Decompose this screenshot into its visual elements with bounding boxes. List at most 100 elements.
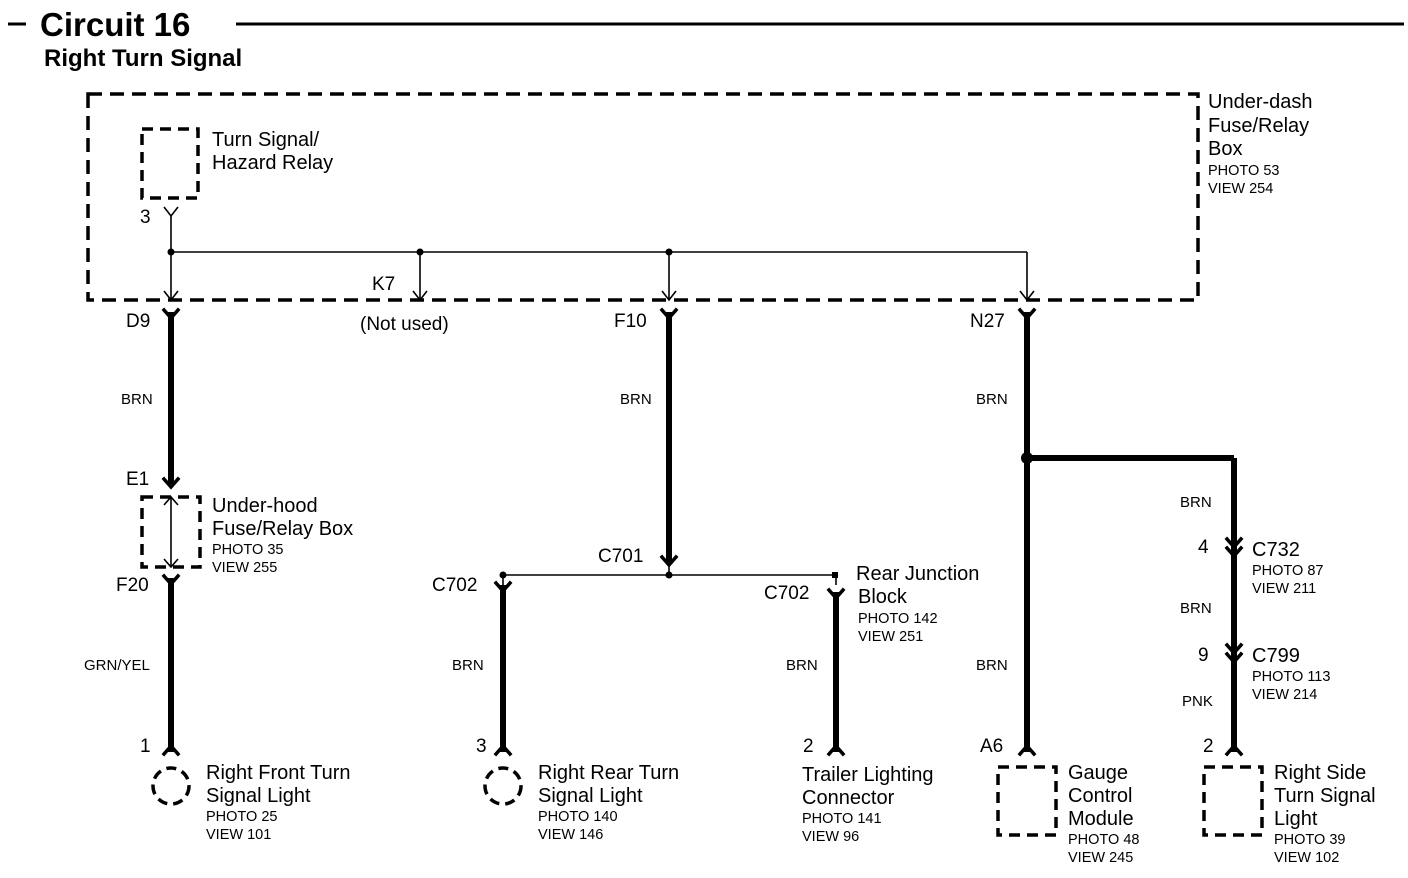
arrow-f10 xyxy=(661,290,677,302)
arrow-n27 xyxy=(1019,290,1035,302)
pin-k7: K7 xyxy=(372,274,395,295)
trailer-label-2: Connector xyxy=(802,787,895,809)
turn-signal-relay xyxy=(140,127,200,200)
wire-color-c702-left: BRN xyxy=(452,657,484,674)
pin-a6: A6 xyxy=(980,736,1003,757)
side-turn-light xyxy=(1202,765,1264,837)
side-light-view: VIEW 102 xyxy=(1274,850,1339,866)
pin-d9: D9 xyxy=(126,311,150,332)
pin-rear-light: 3 xyxy=(476,736,487,757)
relay-pin-3: 3 xyxy=(140,207,151,228)
rear-light-photo: PHOTO 140 xyxy=(538,809,618,825)
wire-color-f20: GRN/YEL xyxy=(84,657,150,674)
wire-color-c799-light: PNK xyxy=(1182,693,1213,710)
pin-c702-left: C702 xyxy=(432,575,477,596)
c799-view: VIEW 214 xyxy=(1252,687,1317,703)
pin-c701: C701 xyxy=(598,546,643,567)
pin-f20: F20 xyxy=(116,575,149,596)
wire-color-d9: BRN xyxy=(121,391,153,408)
bulb-icon xyxy=(151,766,191,806)
arrow-d9 xyxy=(163,290,179,302)
rear-light-view: VIEW 146 xyxy=(538,827,603,843)
underdash-label-3: Box xyxy=(1208,138,1242,160)
underhood-arrow-down xyxy=(163,558,179,569)
terminal-front-light xyxy=(161,743,181,757)
gauge-control-module xyxy=(996,765,1058,837)
wire-color-a6: BRN xyxy=(976,657,1008,674)
pin-n27: N27 xyxy=(970,311,1005,332)
terminal-e1 xyxy=(161,476,181,490)
terminal-c799-a xyxy=(1224,642,1244,656)
wire-color-c702-right: BRN xyxy=(786,657,818,674)
gauge-label-3: Module xyxy=(1068,808,1134,830)
side-light-label-2: Turn Signal xyxy=(1274,785,1376,807)
rear-light-label-2: Signal Light xyxy=(538,785,643,807)
pin-f10: F10 xyxy=(614,311,647,332)
relay-terminal xyxy=(163,206,179,218)
circuit-subtitle: Right Turn Signal xyxy=(44,45,242,72)
c732-photo: PHOTO 87 xyxy=(1252,563,1323,579)
rear-light-label-1: Right Rear Turn xyxy=(538,762,679,784)
bulb-icon xyxy=(483,766,523,806)
side-light-label-3: Light xyxy=(1274,808,1318,830)
underdash-photo: PHOTO 53 xyxy=(1208,163,1279,179)
c799-photo: PHOTO 113 xyxy=(1252,669,1330,685)
splice-dot xyxy=(167,248,175,256)
underdash-view: VIEW 254 xyxy=(1208,181,1273,197)
wire-color-f10: BRN xyxy=(620,391,652,408)
side-light-label-1: Right Side xyxy=(1274,762,1366,784)
relay-label-2: Hazard Relay xyxy=(212,152,333,174)
terminal-side-light xyxy=(1224,743,1244,757)
underdash-label-1: Under-dash xyxy=(1208,91,1313,113)
c799-label: C799 xyxy=(1252,645,1300,667)
front-light-label-1: Right Front Turn xyxy=(206,762,351,784)
rear-junction-view: VIEW 251 xyxy=(858,629,923,645)
gauge-label-2: Control xyxy=(1068,785,1132,807)
gauge-photo: PHOTO 48 xyxy=(1068,832,1139,848)
front-light-label-2: Signal Light xyxy=(206,785,311,807)
rear-junction-photo: PHOTO 142 xyxy=(858,611,938,627)
pin-e1: E1 xyxy=(126,469,149,490)
pin-front-light: 1 xyxy=(140,736,151,757)
front-light-photo: PHOTO 25 xyxy=(206,809,277,825)
terminal-c732-b xyxy=(1224,545,1244,559)
underdash-fuse-box xyxy=(86,92,1200,302)
relay-label-1: Turn Signal/ xyxy=(212,129,320,151)
terminal-rear-light xyxy=(493,743,513,757)
c732-label: C732 xyxy=(1252,539,1300,561)
pin-c732: 4 xyxy=(1198,537,1209,558)
underhood-label-1: Under-hood xyxy=(212,495,318,517)
trailer-label-1: Trailer Lighting xyxy=(802,764,934,786)
c732-view: VIEW 211 xyxy=(1252,581,1316,597)
trailer-photo: PHOTO 141 xyxy=(802,811,882,827)
terminal-gauge xyxy=(1017,743,1037,757)
underhood-label-2: Fuse/Relay Box xyxy=(212,518,353,540)
terminal-trailer xyxy=(826,743,846,757)
pin-c702-right: C702 xyxy=(764,583,809,604)
front-light-view: VIEW 101 xyxy=(206,827,271,843)
pin-c799: 9 xyxy=(1198,645,1209,666)
gauge-view: VIEW 245 xyxy=(1068,850,1133,866)
splice-dot xyxy=(416,248,424,256)
wire-color-n27: BRN xyxy=(976,391,1008,408)
terminal-c732-a xyxy=(1224,536,1244,550)
splice-dot xyxy=(665,571,673,579)
splice-dot xyxy=(665,248,673,256)
underhood-view: VIEW 255 xyxy=(212,560,277,576)
wire-color-to-c732: BRN xyxy=(1180,494,1212,511)
side-light-photo: PHOTO 39 xyxy=(1274,832,1345,848)
pin-trailer: 2 xyxy=(803,736,814,757)
rear-junction-label-1: Rear Junction xyxy=(856,563,979,585)
arrow-k7 xyxy=(412,290,428,302)
wire-color-c732-c799: BRN xyxy=(1180,600,1212,617)
underhood-photo: PHOTO 35 xyxy=(212,542,283,558)
underhood-arrow-up xyxy=(163,495,179,506)
splice-dot xyxy=(832,572,838,578)
underdash-label-2: Fuse/Relay xyxy=(1208,115,1309,137)
circuit-title: Circuit 16 xyxy=(40,6,190,43)
terminal-c799-b xyxy=(1224,651,1244,665)
pin-side-light: 2 xyxy=(1203,736,1214,757)
k7-not-used: (Not used) xyxy=(360,314,449,335)
trailer-view: VIEW 96 xyxy=(802,829,859,845)
